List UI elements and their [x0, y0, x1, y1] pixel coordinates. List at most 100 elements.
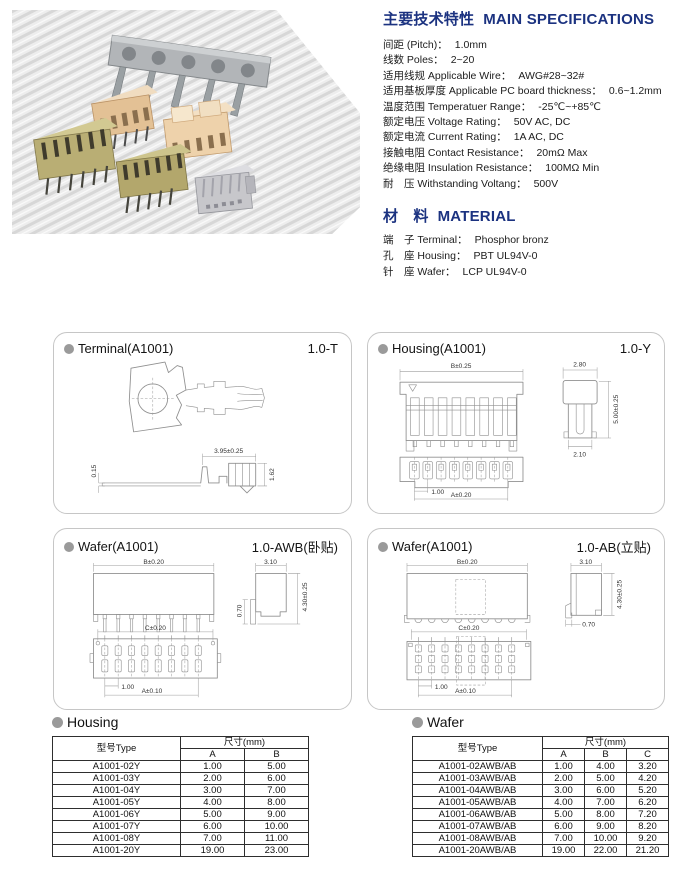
specifications-list: 间距 (Pitch)：1.0mm 线数 Poles：2~20 适用线规 Appl… [383, 38, 677, 192]
khaki-connector-2-photo [115, 143, 192, 214]
cell-b: 5.00 [584, 772, 627, 785]
bullet-icon [52, 716, 63, 728]
bullet-icon [412, 716, 423, 728]
cell-b: 10.00 [584, 832, 627, 845]
dim-label: 1.62 [269, 468, 276, 481]
cell-b: 10.00 [244, 820, 309, 833]
cell-b: 5.00 [244, 760, 309, 773]
panel-housing: Housing(A1001) 1.0-Y B±0.25 2.80 5.00±0.… [367, 332, 665, 514]
panel-housing-header: Housing(A1001) 1.0-Y [368, 333, 664, 356]
spec-item: 耐 压 Withstanding Voltang：500V [383, 177, 559, 190]
dim-label: 3.10 [264, 559, 277, 566]
dim-label: C±0.20 [458, 625, 479, 632]
cell-c: 8.20 [625, 820, 670, 833]
bullet-icon [64, 343, 74, 354]
wafer-ab-drawing: B±0.20 3.10 4.30±0.25 0.70 C±0.20 1.00 A… [404, 559, 624, 698]
dim-label: 0.15 [91, 464, 98, 477]
cell-a: 3.00 [542, 784, 585, 797]
dim-label: B±0.25 [451, 363, 472, 370]
panel-wafer-ab-header: Wafer(A1001) 1.0-AB(立贴) [368, 529, 664, 556]
cell-a: 4.00 [542, 796, 585, 809]
cell-c: 6.20 [625, 796, 670, 809]
gray-housing-photo [194, 164, 257, 215]
cell-a: 3.00 [180, 784, 245, 797]
cell-a: 1.00 [542, 760, 585, 773]
bullet-icon [64, 541, 74, 552]
cell-b: 9.00 [584, 820, 627, 833]
tan-connector-2-photo [163, 99, 236, 161]
dim-label: 0.70 [582, 622, 595, 629]
specifications-title-cn: 主要技术特性 [383, 11, 475, 28]
material-item: 端 子 Terminal：Phosphor bronz [383, 234, 549, 247]
material-title-en: MATERIAL [437, 208, 516, 226]
panel-wafer-ab-title: Wafer(A1001) [392, 539, 473, 554]
cell-type: A1001-05Y [52, 796, 181, 809]
wafer-table-section: Wafer 型号Type 尺寸(mm) A B C A1001-02AWB/AB… [412, 714, 670, 857]
dim-label: 1.00 [435, 684, 448, 691]
cell-b: 8.00 [244, 796, 309, 809]
cell-b: 23.00 [244, 844, 309, 857]
panel-wafer-awb-title: Wafer(A1001) [78, 539, 159, 554]
col-header-b: B [584, 748, 627, 761]
dim-label: 1.00 [431, 489, 444, 496]
cell-c: 4.20 [625, 772, 670, 785]
spec-item: 额定电流 Current Rating：1A AC, DC [383, 131, 564, 144]
panel-terminal-header: Terminal(A1001) 1.0-T [54, 333, 351, 356]
bullet-icon [378, 343, 388, 354]
dim-label: 2.80 [573, 361, 586, 368]
panel-wafer-awb: Wafer(A1001) 1.0-AWB(卧贴) B±0.20 3.10 4.3… [53, 528, 352, 710]
dim-label: B±0.20 [143, 559, 164, 566]
panel-terminal-title: Terminal(A1001) [78, 341, 174, 356]
cell-type: A1001-06Y [52, 808, 181, 821]
panel-housing-code: 1.0-Y [619, 341, 651, 356]
material-item: 孔 座 Housing：PBT UL94V-0 [383, 249, 538, 262]
dim-label: 5.00±0.25 [613, 394, 620, 423]
material-item: 针 座 Wafer：LCP UL94V-0 [383, 265, 527, 278]
cell-type: A1001-20Y [52, 844, 181, 857]
cell-a: 5.00 [180, 808, 245, 821]
cell-type: A1001-08Y [52, 832, 181, 845]
cell-a: 1.00 [180, 760, 245, 773]
dim-label: 3.95±0.25 [214, 448, 243, 455]
cell-b: 6.00 [584, 784, 627, 797]
panel-wafer-ab-code: 1.0-AB(立贴) [576, 540, 651, 555]
spec-item: 接触电阻 Contact Resistance：20mΩ Max [383, 146, 588, 159]
col-header-a: A [542, 748, 585, 761]
wafer-table-title: Wafer [412, 714, 668, 730]
cell-b: 7.00 [584, 796, 627, 809]
material-title-cn: 材 料 [383, 208, 429, 226]
dim-label: C±0.20 [145, 625, 166, 632]
cell-type: A1001-06AWB/AB [412, 808, 543, 821]
khaki-connector-photo [33, 117, 118, 195]
dim-label: 3.10 [579, 559, 592, 566]
bullet-icon [378, 541, 388, 552]
cell-type: A1001-07Y [52, 820, 181, 833]
cell-a: 2.00 [542, 772, 585, 785]
col-header-type: 型号Type [52, 736, 181, 761]
cell-b: 22.00 [584, 844, 627, 857]
cell-a: 2.00 [180, 772, 245, 785]
cell-type: A1001-02Y [52, 760, 181, 773]
cell-a: 6.00 [542, 820, 585, 833]
dim-label: A±0.20 [451, 492, 472, 499]
cell-a: 6.00 [180, 820, 245, 833]
col-header-b: B [244, 748, 309, 761]
wafer-awb-drawing: B±0.20 3.10 4.30±0.25 0.70 C±0.20 1.00 A… [89, 559, 309, 698]
dim-label: 4.30±0.25 [617, 580, 624, 609]
cell-a: 4.00 [180, 796, 245, 809]
terminal-drawing: 3.95±0.25 1.62 0.15 [91, 361, 276, 494]
